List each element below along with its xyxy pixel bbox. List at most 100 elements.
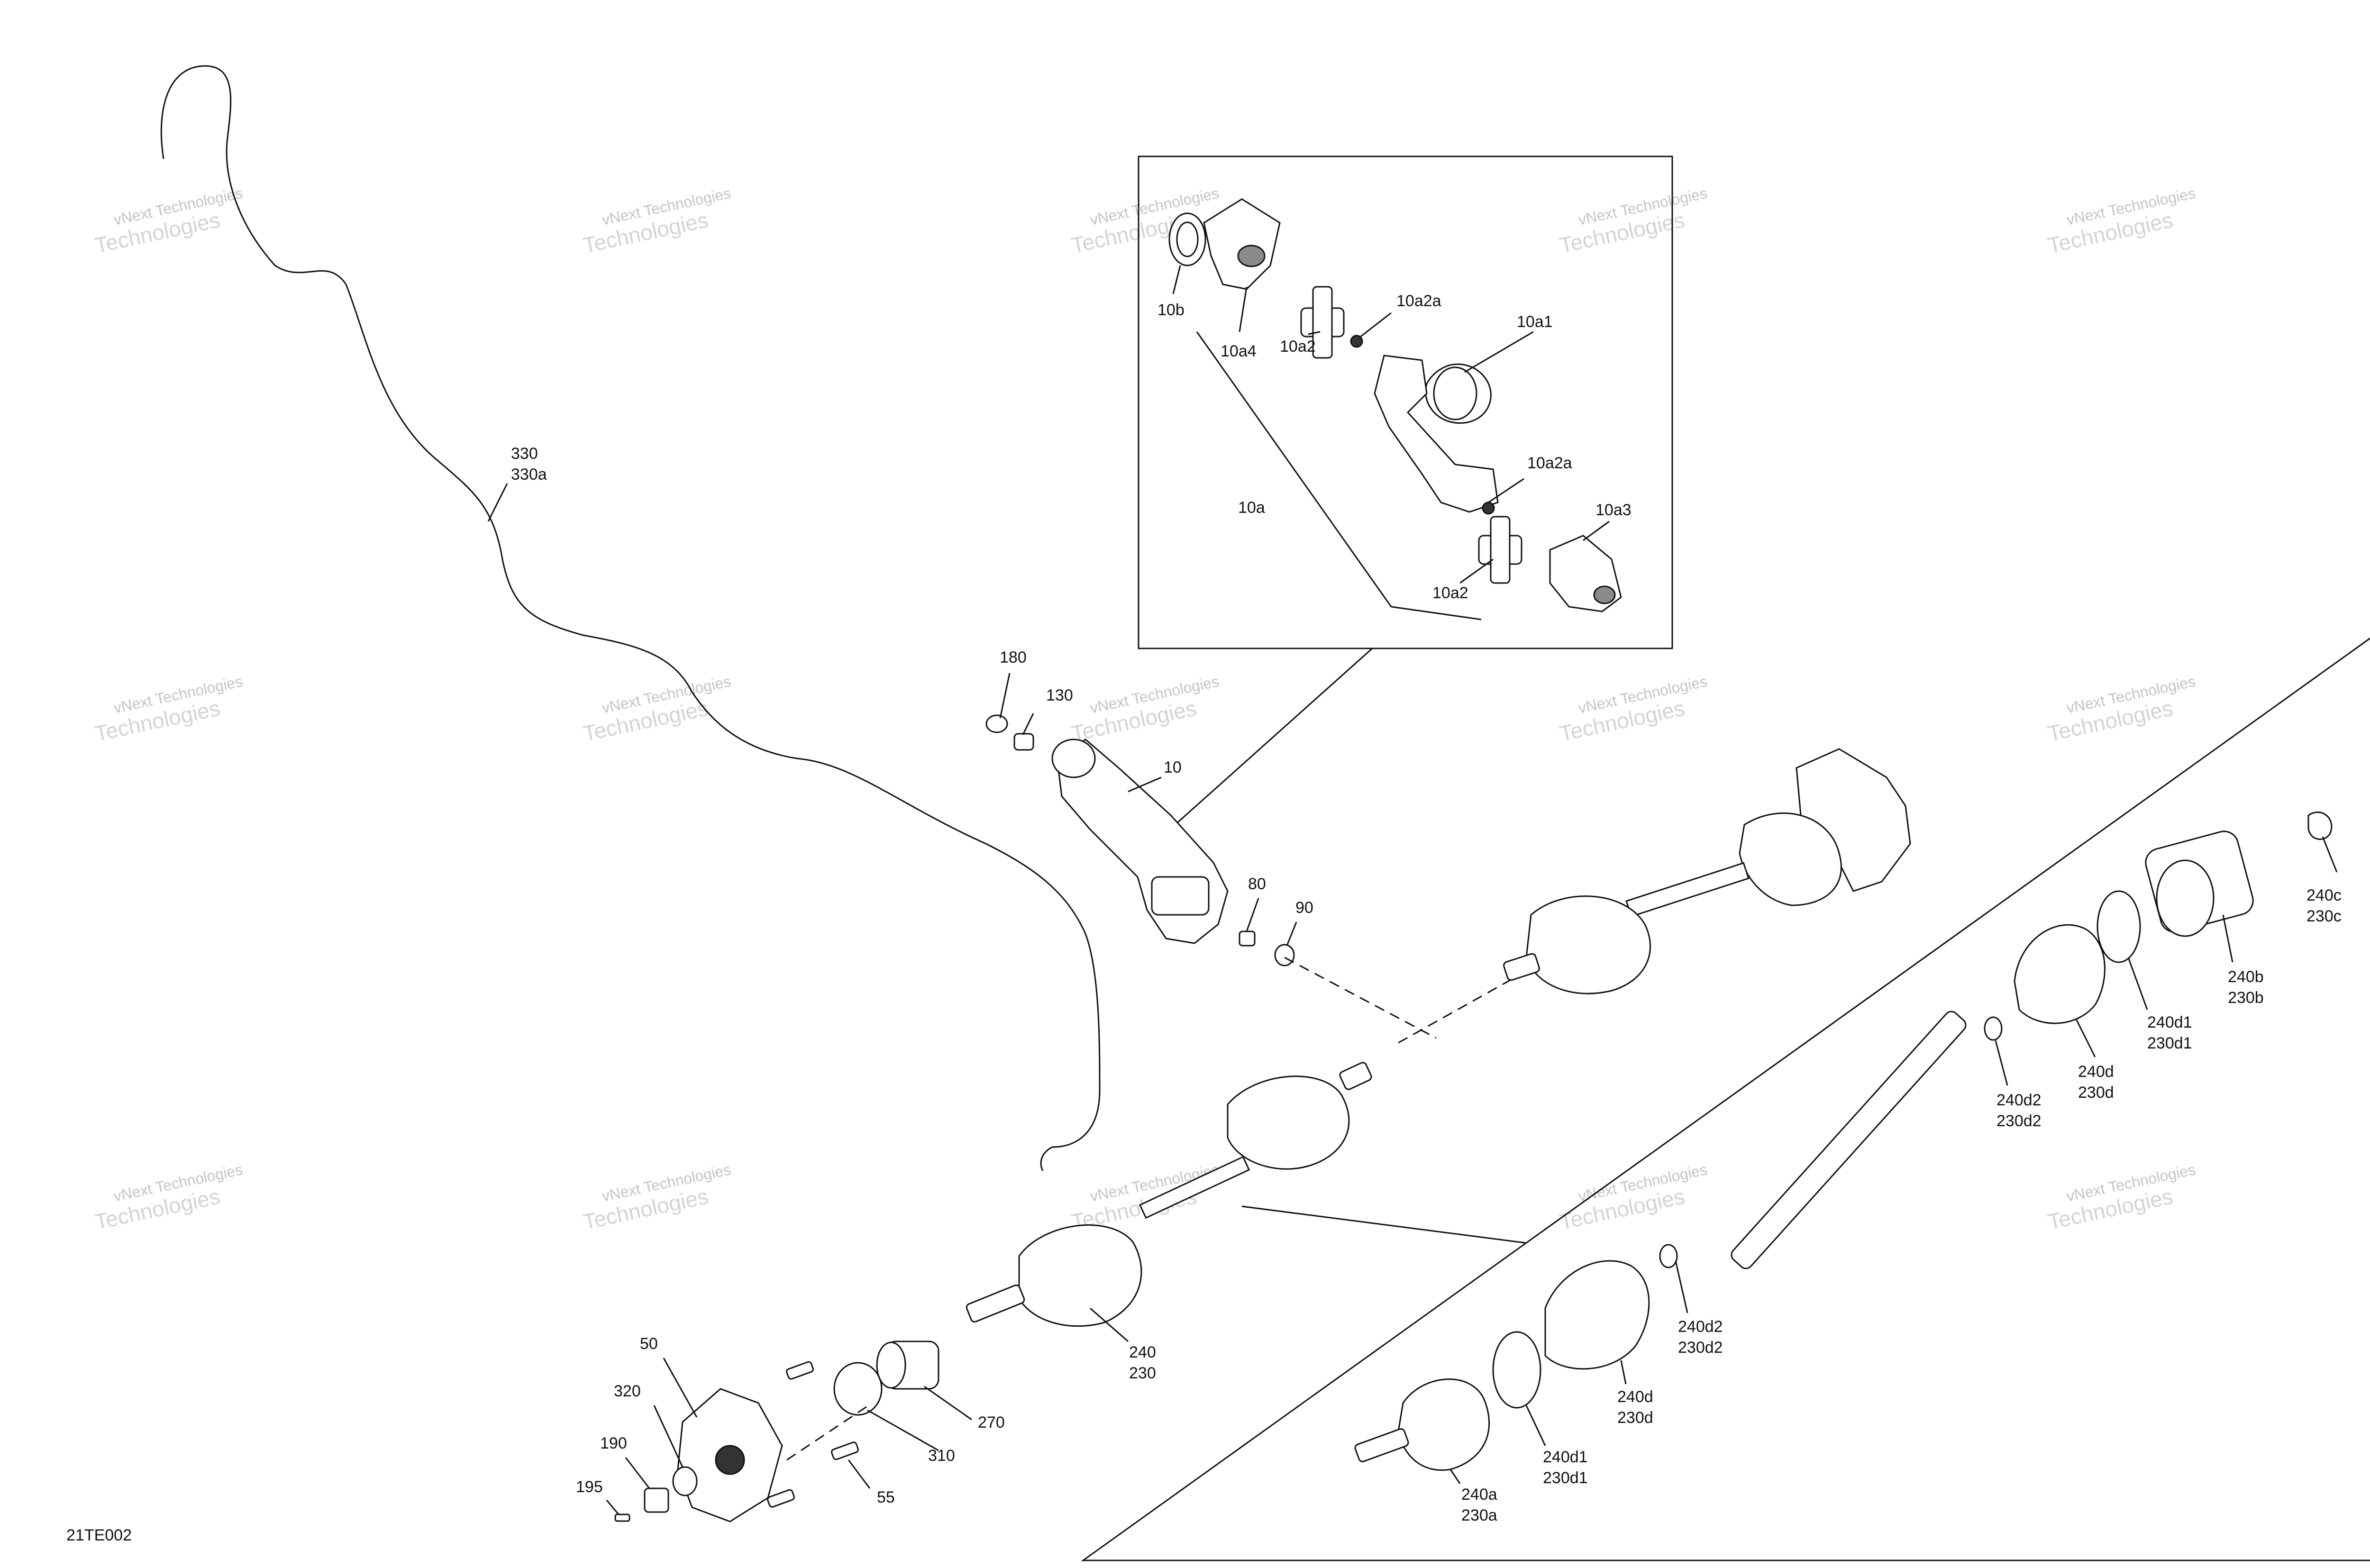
leader-50: [663, 1358, 698, 1418]
axle-240-spline-inner: [1339, 1062, 1372, 1090]
part-240d-boot-bot: [1544, 1260, 1650, 1370]
detail-triangle-outline: [1081, 637, 2370, 1561]
part-55-stud-top: [786, 1361, 814, 1380]
leader-80: [1246, 898, 1259, 932]
driveshaft-10-assembly: [985, 673, 1297, 966]
part-10a2-cross-top-arm: [1312, 286, 1333, 359]
wheel-hub-assembly: [606, 1340, 972, 1522]
part-10a2-cross-bottom-arm: [1490, 516, 1511, 584]
leader-10a2-top: [1308, 331, 1321, 335]
leader-130: [1022, 713, 1034, 735]
label-10: 10: [1164, 758, 1182, 776]
part-310-snap-ring: [833, 1362, 883, 1416]
axle-240-spline-outer: [966, 1284, 1025, 1323]
leader-240a: [1449, 1469, 1461, 1484]
leader-10a3: [1583, 520, 1610, 541]
part-55-stud-mid: [831, 1441, 859, 1460]
part-240b-face: [2156, 859, 2215, 937]
part-80-bolt: [1239, 930, 1256, 947]
part-240d1-clamp-bot: [1492, 1331, 1541, 1409]
leader-180: [999, 673, 1011, 719]
label-240d1-top: 240d1: [2147, 1013, 2192, 1031]
part-10a2a-grease-top: [1350, 335, 1363, 348]
axle-240-inner-cv: [1227, 1076, 1350, 1170]
part-10a4-hub: [1237, 245, 1266, 267]
label-10a3: 10a3: [1595, 501, 1632, 519]
leader-10b: [1172, 265, 1181, 294]
dashed-axis-line: [1284, 957, 1437, 1039]
label-240b: 240b: [2228, 968, 2264, 986]
part-90-washer: [1274, 944, 1295, 966]
label-190: 190: [600, 1434, 627, 1452]
label-230d2-top: 230d2: [1996, 1112, 2042, 1130]
part-195-pin: [614, 1513, 630, 1522]
upper-axle-inner-cv: [1525, 895, 1651, 994]
label-55: 55: [877, 1488, 895, 1506]
brake-line: [160, 65, 1101, 1171]
label-240a: 240a: [1461, 1486, 1497, 1504]
label-230d1-top: 230d1: [2147, 1034, 2192, 1052]
diagram-code: 21TE002: [66, 1526, 132, 1544]
leader-10a2a-bot: [1488, 478, 1524, 503]
label-240d-bot: 240d: [1617, 1388, 1653, 1406]
label-230d-top: 230d: [2078, 1084, 2114, 1102]
label-10a2-top: 10a2: [1280, 337, 1316, 356]
axle-240-outer-cv: [1018, 1224, 1142, 1327]
leader-240d-top: [2075, 1019, 2096, 1057]
leader-90: [1286, 921, 1297, 946]
label-10a4: 10a4: [1221, 342, 1257, 360]
part-130-bushing: [1013, 733, 1034, 751]
callout-labels: 330 330a 10b 10a4 10a2 10a2a 10a1 10a 10…: [66, 292, 2342, 1544]
driveshaft-10-rear-ujoint: [1151, 876, 1210, 916]
leader-55: [848, 1459, 871, 1489]
triangle-leader-line: [1241, 1205, 1526, 1244]
label-230d-bot: 230d: [1617, 1409, 1653, 1427]
part-10a1-boot-end: [1433, 366, 1477, 420]
label-240: 240: [1129, 1343, 1156, 1361]
upper-right-axle: [1503, 748, 1911, 994]
inset-parts: [1168, 198, 1622, 620]
label-230: 230: [1129, 1364, 1156, 1382]
leader-240d2-bot: [1675, 1260, 1688, 1313]
axle-240-shaft: [1139, 1156, 1250, 1219]
label-10a2a-top: 10a2a: [1396, 292, 1441, 310]
label-230d1-bot: 230d1: [1543, 1469, 1588, 1487]
leader-240d1-bot: [1525, 1405, 1546, 1446]
triangle-halfshaft: [1731, 1011, 1967, 1269]
label-10a2a-bot: 10a2a: [1527, 454, 1572, 472]
leader-240: [1090, 1307, 1129, 1342]
leader-240c: [2322, 836, 2338, 873]
driveshaft-10-front-flange: [1051, 738, 1096, 778]
leader-310: [867, 1409, 939, 1451]
label-320: 320: [614, 1382, 641, 1400]
label-130: 130: [1046, 686, 1073, 704]
leader-240d1-top: [2127, 957, 2148, 1010]
part-240d2-ring-bot: [1659, 1244, 1678, 1268]
part-240a-spline: [1354, 1428, 1409, 1462]
label-10a: 10a: [1238, 499, 1265, 517]
main-axle-240: [966, 1062, 1372, 1342]
part-190-nut: [644, 1487, 669, 1513]
leader-10a4: [1239, 286, 1248, 332]
leader-10a2a-top: [1359, 312, 1392, 338]
part-10a-slip-shaft: [1374, 355, 1499, 513]
leader-10a-bracket: [1196, 331, 1482, 620]
leader-10a2-bot: [1459, 558, 1494, 584]
dashed-axis-line-2: [1398, 975, 1517, 1044]
upper-axle-shaft: [1625, 862, 1750, 918]
part-55-stud-low: [767, 1489, 795, 1508]
part-180-nut: [985, 714, 1008, 733]
leader-10: [1128, 776, 1162, 793]
part-240d-boot-top: [2014, 924, 2106, 1024]
upper-axle-spline: [1503, 953, 1540, 981]
inset-box-driveshaft: [1138, 155, 1673, 649]
label-230b: 230b: [2228, 989, 2264, 1007]
label-90: 90: [1295, 899, 1313, 917]
part-10a2a-grease-bottom: [1482, 501, 1495, 515]
